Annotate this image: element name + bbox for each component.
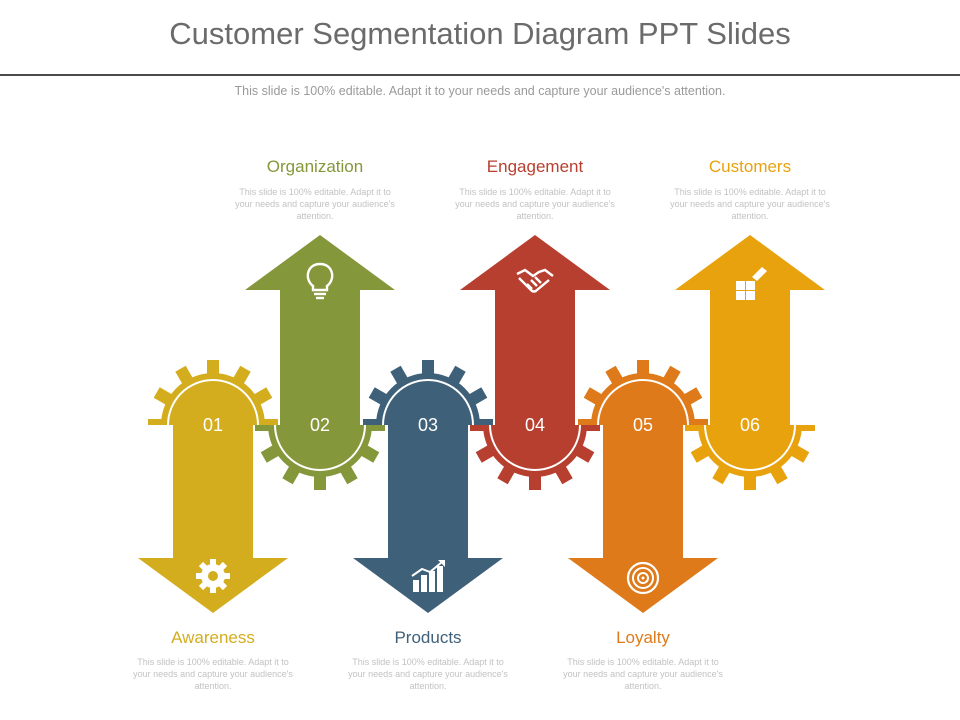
down-arrow-03 <box>353 385 503 613</box>
step-02 <box>245 235 395 490</box>
lightbulb-icon <box>306 262 334 300</box>
step-04 <box>460 235 610 490</box>
step-description-loyalty: This slide is 100% editable. Adapt it to… <box>563 657 723 691</box>
page-title: Customer Segmentation Diagram PPT Slides <box>169 16 791 51</box>
step-number-01: 01 <box>203 415 223 435</box>
step-description-products: This slide is 100% editable. Adapt it to… <box>348 657 508 691</box>
step-number-03: 03 <box>418 415 438 435</box>
target-icon <box>626 561 660 595</box>
step-05 <box>568 360 718 613</box>
step-description-engagement: This slide is 100% editable. Adapt it to… <box>455 187 615 221</box>
step-label-engagement: Engagement <box>486 157 584 176</box>
title-divider <box>0 74 960 76</box>
step-label-loyalty: Loyalty <box>616 628 670 647</box>
step-label-products: Products <box>394 628 462 647</box>
down-arrow-01 <box>138 385 288 613</box>
handshake-icon <box>516 268 554 293</box>
step-label-awareness: Awareness <box>171 628 255 647</box>
up-arrow-06 <box>675 235 825 465</box>
step-03 <box>353 360 503 613</box>
step-description-awareness: This slide is 100% editable. Adapt it to… <box>133 657 293 691</box>
step-number-02: 02 <box>310 415 330 435</box>
down-arrow-05 <box>568 385 718 613</box>
bar-chart-icon <box>411 560 445 592</box>
step-06 <box>675 235 825 490</box>
step-label-customers: Customers <box>708 157 792 176</box>
up-arrow-04 <box>460 235 610 465</box>
gear-icon <box>196 559 230 593</box>
step-description-organization: This slide is 100% editable. Adapt it to… <box>235 187 395 221</box>
page-subtitle: This slide is 100% editable. Adapt it to… <box>234 84 726 98</box>
step-01 <box>138 360 288 613</box>
puzzle-hand-icon <box>736 267 767 300</box>
step-description-customers: This slide is 100% editable. Adapt it to… <box>670 187 830 221</box>
up-arrow-02 <box>245 235 395 465</box>
step-number-04: 04 <box>525 415 545 435</box>
step-number-05: 05 <box>633 415 653 435</box>
step-number-06: 06 <box>740 415 760 435</box>
step-label-organization: Organization <box>266 157 364 176</box>
